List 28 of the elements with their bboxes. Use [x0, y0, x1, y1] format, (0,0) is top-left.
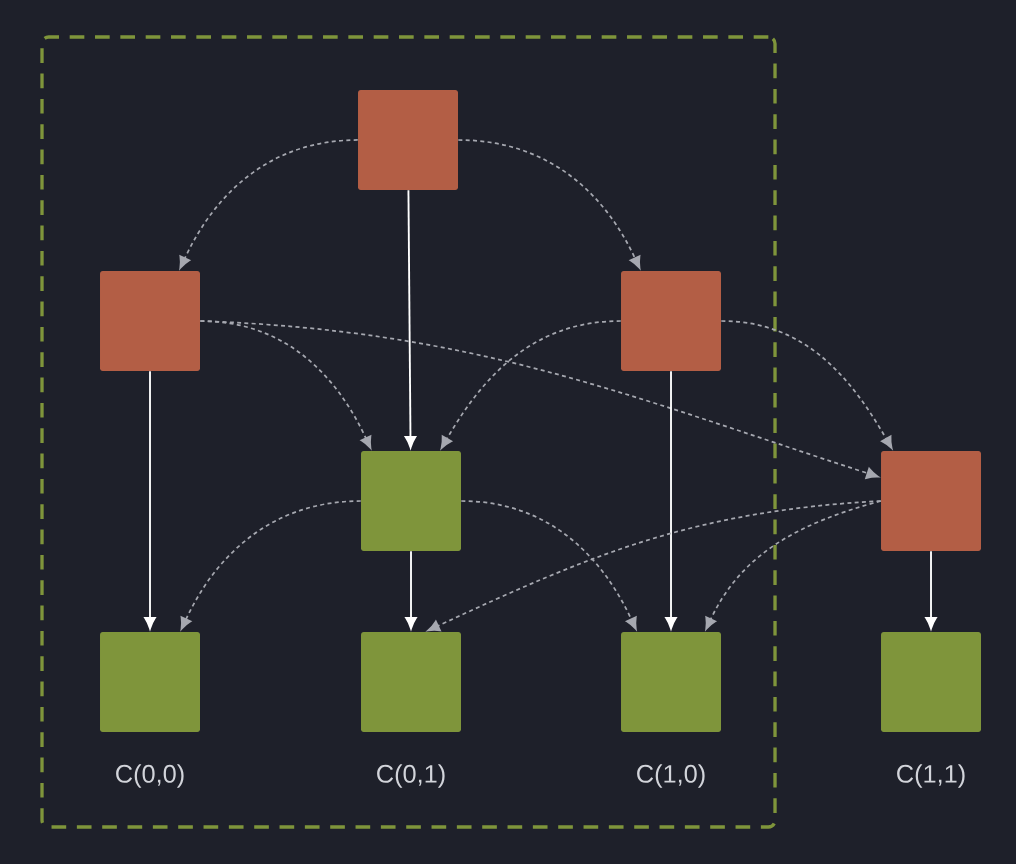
square	[881, 632, 981, 732]
group-frame	[40, 35, 777, 829]
node-caption: C(1,0)	[637, 764, 705, 788]
arrow	[705, 500, 882, 630]
arrow	[925, 550, 937, 630]
square	[621, 632, 721, 732]
arrow	[460, 500, 637, 630]
arrow	[720, 320, 893, 449]
arrow	[440, 320, 622, 449]
node-caption: C(1,1)	[897, 764, 965, 788]
arrow	[457, 139, 641, 269]
arrow	[179, 139, 359, 269]
node-caption: C(0,1)	[377, 764, 445, 788]
square	[100, 271, 200, 371]
square	[361, 632, 461, 732]
square	[361, 451, 461, 551]
arrow	[404, 189, 417, 449]
square	[881, 451, 981, 551]
square	[621, 271, 721, 371]
arrow	[427, 500, 882, 632]
node-caption: C(0,0)	[116, 764, 184, 788]
square	[100, 632, 200, 732]
square	[358, 90, 458, 190]
arrow	[199, 320, 879, 479]
arrow	[405, 550, 417, 630]
arrow	[665, 370, 677, 630]
arrow	[180, 500, 362, 630]
arrow	[144, 370, 156, 630]
